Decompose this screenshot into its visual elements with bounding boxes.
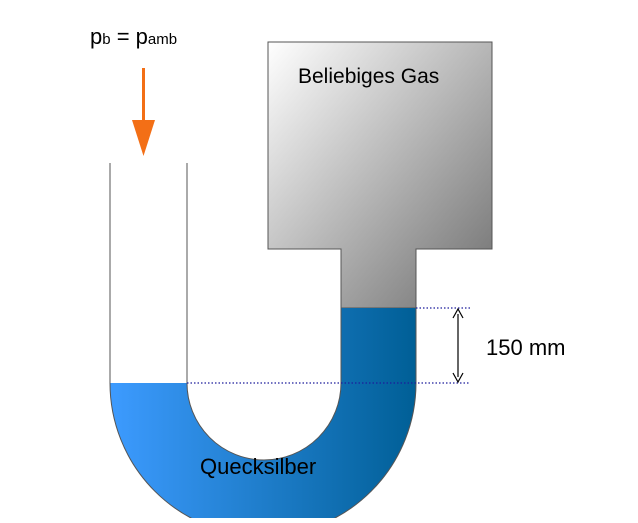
pressure-subscript-b: b	[102, 31, 110, 48]
pressure-label: pb = pamb	[90, 24, 177, 49]
gas-label: Beliebiges Gas	[298, 65, 439, 88]
mercury-label: Quecksilber	[200, 454, 316, 479]
pressure-symbol-p-amb: p	[136, 24, 148, 49]
pressure-symbol-p: p	[90, 24, 102, 49]
height-label: 150 mm	[486, 335, 565, 360]
equals-sign: =	[111, 24, 136, 49]
height-dimension-arrow	[452, 307, 464, 384]
ambient-pressure-arrow-icon	[132, 68, 155, 156]
pressure-subscript-amb: amb	[148, 31, 177, 48]
mercury-fill	[110, 308, 416, 523]
u-bend-outline	[109, 308, 417, 523]
